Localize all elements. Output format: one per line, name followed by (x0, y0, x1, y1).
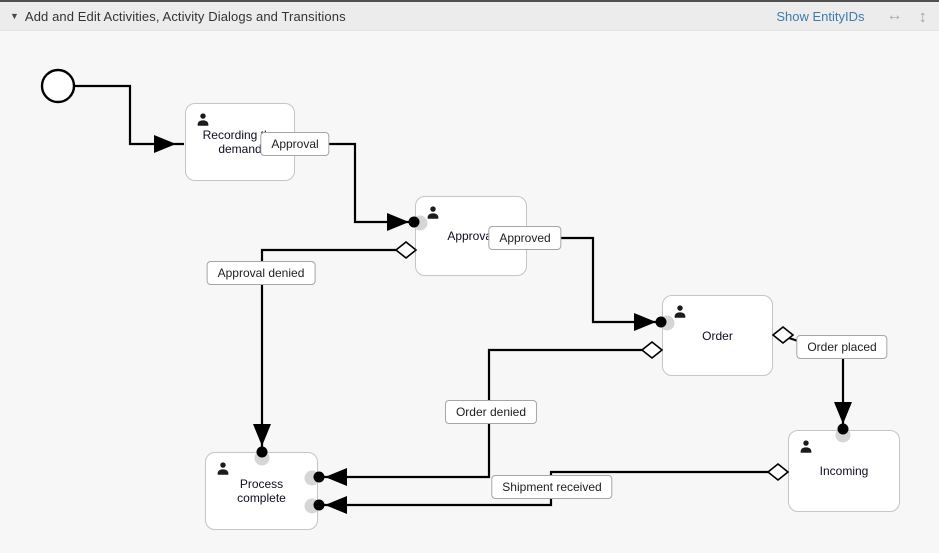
transition-label-order-denied[interactable]: Order denied (444, 400, 538, 424)
show-entityids-link[interactable]: Show EntityIDs (776, 8, 865, 24)
widget-title: Add and Edit Activities, Activity Dialog… (24, 8, 346, 24)
start-event-circle[interactable] (40, 68, 76, 104)
person-icon (799, 439, 813, 454)
activity-label: Recording the demand (202, 128, 278, 156)
source-diamond-approval-denied[interactable] (394, 240, 418, 260)
extend-canvas-width-icon[interactable]: ↔ (886, 7, 903, 24)
transition-label-shipment-received[interactable]: Shipment received (491, 475, 613, 499)
source-diamond-order-placed[interactable] (771, 325, 795, 345)
arrowhead-right (387, 213, 409, 231)
arrowhead-down (253, 424, 271, 446)
transition-label-order-placed[interactable]: Order placed (796, 335, 888, 359)
activity-box-incoming[interactable]: Incoming (788, 430, 900, 512)
source-diamond-shipment-received[interactable] (766, 462, 790, 482)
transition-label-approved[interactable]: Approved (488, 226, 562, 250)
transition-label-approval[interactable]: Approval (260, 132, 330, 156)
activity-box-process-complete[interactable]: Process complete (205, 452, 318, 530)
activity-label: Process complete (237, 477, 286, 505)
process-diagram-canvas[interactable]: Recording the demand Approval Order Inco… (0, 31, 939, 553)
extend-canvas-height-icon[interactable]: ↕ (918, 6, 928, 26)
person-icon (196, 112, 210, 127)
collapse-caret-icon[interactable]: ▼ (10, 11, 19, 21)
source-diamond-order-denied[interactable] (640, 340, 664, 360)
arrowhead-down (834, 402, 852, 424)
activity-box-order[interactable]: Order (662, 295, 773, 376)
arrowhead-right (634, 313, 656, 331)
person-icon (426, 205, 440, 220)
person-icon (673, 304, 687, 319)
activity-label: Approval (447, 229, 495, 243)
arrowhead-right (154, 135, 176, 153)
activity-label: Incoming (819, 464, 869, 478)
person-icon (216, 461, 230, 476)
arrowhead-left (325, 468, 347, 486)
connector-approved-transition (527, 236, 658, 324)
connector-start-to-recording (74, 84, 184, 146)
arrowhead-left (325, 496, 347, 514)
transition-label-approval-denied[interactable]: Approval denied (206, 261, 316, 285)
header-actions: Show EntityIDs ↔ ↕ (776, 8, 927, 25)
activity-label: Order (702, 328, 733, 343)
widget-header: ▼ Add and Edit Activities, Activity Dial… (0, 2, 939, 31)
